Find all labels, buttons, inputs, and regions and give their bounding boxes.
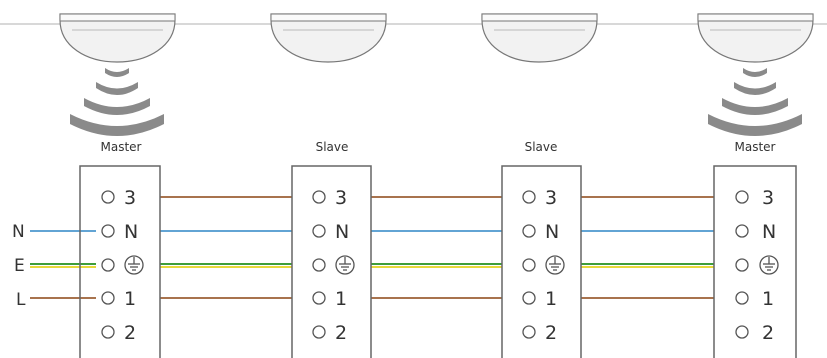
terminal-screw-icon xyxy=(312,325,326,339)
terminal-label: N xyxy=(335,221,349,243)
terminal-screw-icon xyxy=(522,224,536,238)
terminal-screw-icon xyxy=(312,258,326,272)
terminal-label: 3 xyxy=(124,187,136,209)
sensor-2 xyxy=(270,13,387,63)
terminal-screw-icon xyxy=(735,224,749,238)
terminal-label: 2 xyxy=(545,322,557,344)
terminal-row: 2 xyxy=(312,322,347,344)
earth-ground-icon xyxy=(545,255,565,275)
terminal-row: N xyxy=(312,221,349,243)
terminal-label: 3 xyxy=(335,187,347,209)
terminal-row xyxy=(312,255,355,275)
terminal-screw-icon xyxy=(101,325,115,339)
terminal-screw-icon xyxy=(522,291,536,305)
terminal-row: 3 xyxy=(312,187,347,209)
terminal-label: N xyxy=(545,221,559,243)
earth-ground-icon xyxy=(124,255,144,275)
sensor-role-label: Slave xyxy=(316,140,349,154)
terminal-row: 2 xyxy=(522,322,557,344)
terminal-block-1 xyxy=(79,165,161,358)
terminal-screw-icon xyxy=(522,258,536,272)
earth-ground-icon xyxy=(759,255,779,275)
terminal-screw-icon xyxy=(312,291,326,305)
terminal-label: N xyxy=(124,221,138,243)
detection-waves-icon xyxy=(708,68,802,136)
detection-waves-icon xyxy=(70,68,164,136)
sensor-role-label: Master xyxy=(735,140,776,154)
terminal-row xyxy=(735,255,779,275)
sensor-role-label: Slave xyxy=(525,140,558,154)
supply-label-e: E xyxy=(14,256,25,276)
terminal-row: 1 xyxy=(522,288,557,310)
terminal-label: 1 xyxy=(335,288,347,310)
terminal-label: 1 xyxy=(762,288,774,310)
terminal-row: 1 xyxy=(735,288,774,310)
terminal-row xyxy=(101,255,144,275)
terminal-label: 1 xyxy=(545,288,557,310)
terminal-row: N xyxy=(101,221,138,243)
terminal-label: 2 xyxy=(335,322,347,344)
terminal-row: 3 xyxy=(735,187,774,209)
terminal-row: 2 xyxy=(101,322,136,344)
terminal-screw-icon xyxy=(101,224,115,238)
terminal-screw-icon xyxy=(735,258,749,272)
terminal-label: 1 xyxy=(124,288,136,310)
terminal-screw-icon xyxy=(522,325,536,339)
terminal-screw-icon xyxy=(735,325,749,339)
terminal-row: 3 xyxy=(101,187,136,209)
terminal-screw-icon xyxy=(312,190,326,204)
terminal-block-3 xyxy=(501,165,582,358)
sensor-4 xyxy=(697,13,814,63)
sensor-1 xyxy=(59,13,176,63)
terminal-block-4 xyxy=(713,165,797,358)
earth-ground-icon xyxy=(335,255,355,275)
sensor-role-label: Master xyxy=(101,140,142,154)
terminal-label: N xyxy=(762,221,776,243)
terminal-label: 3 xyxy=(545,187,557,209)
supply-label-l: L xyxy=(16,290,26,310)
terminal-screw-icon xyxy=(101,291,115,305)
terminal-label: 2 xyxy=(762,322,774,344)
sensor-3 xyxy=(481,13,598,63)
terminal-label: 2 xyxy=(124,322,136,344)
terminal-label: 3 xyxy=(762,187,774,209)
wire-earth xyxy=(30,263,714,268)
terminal-screw-icon xyxy=(735,291,749,305)
terminal-row: N xyxy=(735,221,776,243)
terminal-row: 3 xyxy=(522,187,557,209)
terminal-screw-icon xyxy=(101,190,115,204)
terminal-screw-icon xyxy=(735,190,749,204)
terminal-row: N xyxy=(522,221,559,243)
terminal-row xyxy=(522,255,565,275)
terminal-block-2 xyxy=(291,165,372,358)
terminal-screw-icon xyxy=(522,190,536,204)
terminal-screw-icon xyxy=(312,224,326,238)
supply-label-n: N xyxy=(12,222,25,242)
terminal-screw-icon xyxy=(101,258,115,272)
terminal-row: 1 xyxy=(312,288,347,310)
terminal-row: 1 xyxy=(101,288,136,310)
terminal-row: 2 xyxy=(735,322,774,344)
